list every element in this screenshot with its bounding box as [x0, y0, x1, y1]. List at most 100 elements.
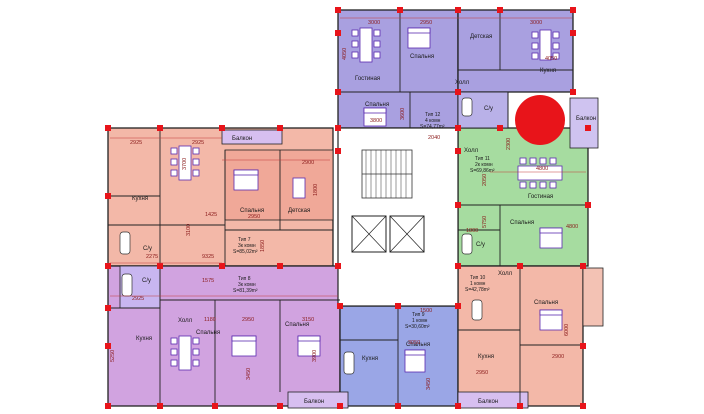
dining-table-apt12-kitchen — [531, 29, 560, 61]
bed-apt12-b — [363, 107, 387, 127]
svg-text:6000: 6000 — [564, 324, 570, 336]
dim-3800: 3800 — [370, 118, 382, 124]
room-balkon-br: Балкон — [478, 399, 498, 405]
room-spalnya-8a: Спальня — [196, 330, 220, 336]
apt12-fill — [337, 9, 459, 129]
room-balkon-right: Балкон — [576, 116, 596, 122]
elevator-shafts — [351, 215, 425, 253]
room-balkon-bl: Балкон — [304, 399, 324, 405]
svg-text:3700: 3700 — [182, 158, 188, 170]
apt9-label: Тип 9 1 комн S=30,60m² — [405, 312, 430, 330]
apt11-label: Тип 11 2к комн S=69,86m² — [470, 156, 495, 174]
room-kuhnya-12: Кухня — [540, 68, 556, 74]
room-su-8: С/у — [142, 278, 151, 284]
stair-flight — [361, 149, 413, 199]
dim-top-3000: 3000 — [368, 20, 380, 26]
svg-text:S=42,78m²: S=42,78m² — [465, 287, 490, 293]
room-spalnya-8b: Спальня — [285, 322, 309, 328]
dim-4050: 4050 — [545, 56, 557, 62]
dim-2900: 2900 — [302, 160, 314, 166]
dim-top-3000b: 3000 — [530, 20, 542, 26]
bed-apt7-child — [292, 177, 306, 199]
svg-text:Тип 10: Тип 10 — [470, 275, 486, 281]
room-balkon-left: Балкон — [232, 136, 252, 142]
apt8-label: Тип 8 3к комн S=81,39m² — [233, 276, 258, 294]
dim-4800b: 4800 — [566, 224, 578, 230]
svg-text:Тип 7: Тип 7 — [238, 237, 251, 243]
room-su-7: С/у — [143, 246, 152, 252]
dim-2275: 2275 — [146, 254, 158, 260]
apt12-east-fill — [457, 9, 574, 93]
balcony-east-lower — [582, 267, 604, 327]
bed-apt10 — [539, 309, 563, 331]
apt11-fill — [457, 127, 589, 267]
room-kuhnya-8: Кухня — [136, 336, 152, 342]
room-detskaya-12: Детская — [470, 34, 492, 40]
room-holl-11: Холл — [464, 148, 479, 154]
svg-text:2к комн: 2к комн — [475, 162, 493, 168]
svg-text:5750: 5750 — [482, 216, 488, 228]
dim-3150: 3150 — [302, 317, 314, 323]
svg-text:3450: 3450 — [426, 378, 432, 390]
apt10-fill — [457, 265, 584, 407]
structural-columns — [105, 7, 591, 409]
svg-text:S=85,02m²: S=85,02m² — [233, 249, 258, 255]
balcony-left — [221, 129, 283, 145]
dim-1180: 1180 — [204, 317, 216, 323]
svg-text:Тип 11: Тип 11 — [475, 156, 490, 162]
bed-apt11 — [539, 227, 563, 249]
balcony-right — [569, 97, 599, 149]
balcony-bottom-left — [287, 391, 349, 409]
dim-2925c: 2925 — [132, 296, 144, 302]
room-spalnya-12b: Спальня — [365, 102, 389, 108]
svg-text:3450: 3450 — [246, 368, 252, 380]
apt9-fill — [339, 305, 459, 407]
dining-table-apt11 — [517, 157, 563, 189]
room-su-11: С/у — [476, 242, 485, 248]
svg-text:4 комн: 4 комн — [425, 118, 441, 124]
dining-table-apt12 — [351, 27, 381, 63]
svg-text:1 комн: 1 комн — [412, 318, 428, 324]
room-holl-10: Холл — [498, 271, 513, 277]
svg-text:3600: 3600 — [400, 108, 406, 120]
dining-table-apt7 — [170, 145, 200, 181]
svg-text:3900: 3900 — [312, 350, 318, 362]
svg-text:3к комн: 3к комн — [238, 282, 256, 288]
room-spalnya-9: Спальня — [406, 342, 430, 348]
svg-text:3100: 3100 — [186, 224, 192, 236]
vertical-dims: 4050 3600 3700 3100 1850 1800 2050 5750 … — [110, 48, 570, 390]
apt12-label: Тип 12 4 комн S=74,77m² — [420, 112, 445, 130]
dim-2040: 2040 — [428, 135, 440, 141]
dim-4800a: 4800 — [536, 166, 548, 172]
room-detskaya-7: Детская — [288, 208, 310, 214]
svg-text:5250: 5250 — [110, 350, 116, 362]
room-spalnya-12a: Спальня — [410, 54, 434, 60]
svg-text:1800: 1800 — [313, 184, 319, 196]
balcony-bottom-right — [457, 391, 529, 409]
room-spalnya-10: Спальня — [534, 300, 558, 306]
location-marker — [515, 95, 565, 145]
room-holl-12: Холл — [455, 80, 470, 86]
bed-apt9 — [404, 349, 426, 373]
svg-text:S=81,39m²: S=81,39m² — [233, 288, 258, 294]
room-gostinaya-12: Гостиная — [355, 76, 380, 82]
room-gostinaya-11: Гостиная — [528, 194, 553, 200]
dim-2950c: 2950 — [242, 317, 254, 323]
room-kuhnya-7: Кухня — [132, 196, 148, 202]
dim-1425: 1425 — [205, 212, 217, 218]
svg-text:1850: 1850 — [260, 240, 266, 252]
room-holl-8: Холл — [178, 318, 193, 324]
dim-2950d: 2950 — [476, 370, 488, 376]
room-kuhnya-10: Кухня — [478, 354, 494, 360]
dim-2925b: 2925 — [192, 140, 204, 146]
svg-text:Тип 9: Тип 9 — [412, 312, 425, 318]
svg-text:S=69,86m²: S=69,86m² — [470, 168, 495, 174]
bath-fixtures — [119, 97, 483, 375]
svg-text:S=74,77m²: S=74,77m² — [420, 124, 445, 130]
interior-walls — [108, 10, 588, 406]
apt7-label: Тип 7 3к комн S=85,02m² — [233, 237, 258, 255]
bed-apt7 — [233, 169, 259, 191]
dim-1575: 1575 — [202, 278, 214, 284]
dim-3050: 3050 — [408, 340, 420, 346]
